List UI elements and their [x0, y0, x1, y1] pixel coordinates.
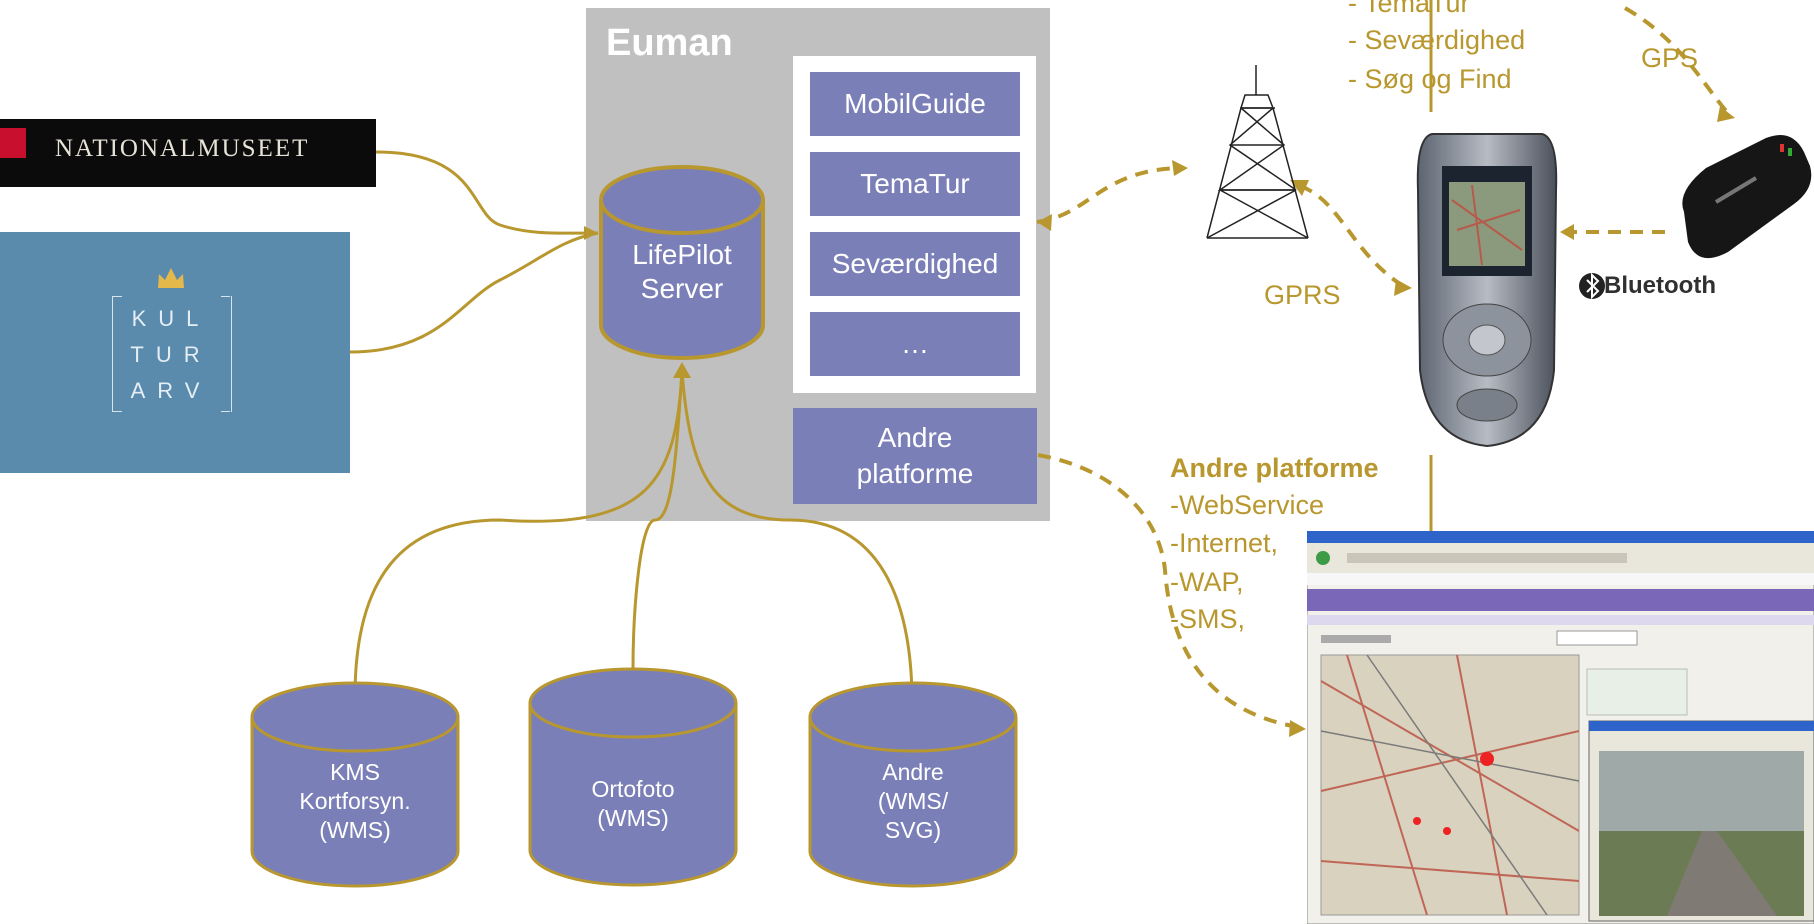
kulturarv-row: ARV: [130, 378, 212, 403]
crown-icon: [0, 128, 26, 158]
cell-tower-icon: [1206, 65, 1309, 239]
euman-title: Euman: [606, 22, 733, 64]
platforms-heading: Andre platforme: [1170, 453, 1379, 483]
service-more: …: [810, 312, 1020, 376]
andre-source-cylinder: [808, 681, 1018, 888]
kms-cylinder: [250, 681, 460, 888]
kulturarv-logo: [0, 232, 350, 473]
gprs-label: GPRS: [1264, 280, 1341, 310]
kulturarv-frame: [112, 296, 232, 412]
feature-sevaerdighed: - Seværdighed: [1348, 25, 1526, 55]
nationalmuseet-logo: [0, 119, 376, 187]
nationalmuseet-link: [375, 150, 599, 235]
kulturarv-row: TUR: [130, 342, 212, 367]
service-tematur: TemaTur: [810, 152, 1020, 216]
platform-item: -SMS,: [1170, 604, 1246, 634]
web-browser-screenshot: [1307, 531, 1814, 924]
nationalmuseet-text: NATIONALMUSEET: [55, 135, 310, 162]
bluetooth-label: Bluetooth: [1604, 272, 1716, 299]
feature-soeg: - Søg og Find: [1348, 64, 1512, 94]
kulturarv-crown-icon: [158, 268, 184, 288]
ortofoto-label: Ortofoto(WMS): [591, 776, 675, 831]
platform-item: -Internet,: [1170, 528, 1279, 558]
platform-item: -WebService: [1170, 490, 1325, 520]
gps-device-icon: [1682, 135, 1812, 259]
gprs-link-phone: [1299, 184, 1402, 286]
kulturarv-link: [349, 231, 599, 354]
feature-tematur: - TemaTur: [1348, 0, 1470, 18]
service-sevaerdighed: Seværdighed: [810, 232, 1020, 296]
platform-item: -WAP,: [1170, 567, 1244, 597]
lifepilot-server-cylinder: [599, 165, 765, 360]
bluetooth-icon: [1579, 272, 1605, 300]
mobile-phone-icon: [1416, 133, 1558, 448]
gprs-link-euman: [1036, 166, 1181, 224]
service-mobilguide: MobilGuide: [810, 72, 1020, 136]
kulturarv-row: KUL: [131, 306, 211, 331]
andre-source-label: Andre(WMS/SVG): [877, 759, 949, 843]
gps-label: GPS: [1641, 43, 1699, 73]
